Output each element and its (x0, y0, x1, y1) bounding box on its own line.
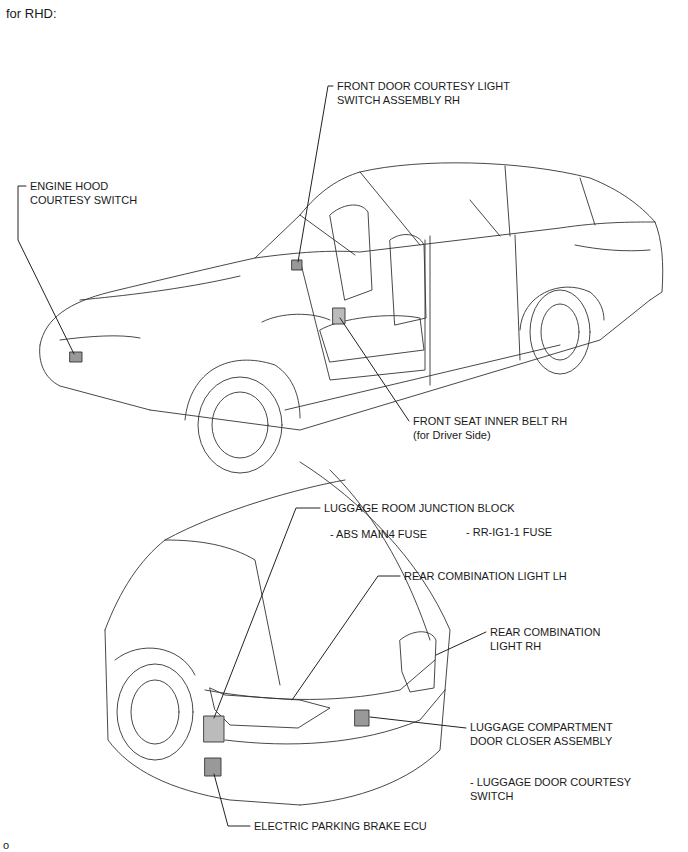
junction-block-part (204, 716, 224, 742)
door-switch-part (292, 260, 302, 270)
leader-lines (18, 86, 486, 826)
door-closer-part (355, 710, 369, 726)
fuse-label: - ABS MAIN4 FUSE (330, 527, 460, 541)
front-car-view (40, 163, 663, 473)
part-label: LUGGAGE COMPARTMENT DOOR CLOSER ASSEMBLY (470, 720, 638, 748)
page-title: for RHD: (6, 6, 57, 22)
part-label: - LUGGAGE DOOR COURTESY SWITCH (470, 775, 648, 803)
note-label: (for Driver Side) (413, 428, 653, 442)
fuse-label: - RR-IG1-1 FUSE (466, 525, 596, 539)
part-label: REAR COMBINATION LIGHT LH (404, 569, 644, 583)
part-label: REAR COMBINATION LIGHT RH (490, 625, 618, 653)
hood-switch-part (70, 352, 82, 362)
part-label: FRONT SEAT INNER BELT RH (413, 414, 653, 428)
figure-code: o (3, 838, 23, 852)
part-label: ENGINE HOOD COURTESY SWITCH (30, 179, 158, 207)
inner-belt-part (333, 308, 345, 324)
part-label: LUGGAGE ROOM JUNCTION BLOCK (324, 501, 584, 515)
part-label: FRONT DOOR COURTESY LIGHT SWITCH ASSEMBL… (337, 79, 522, 107)
epb-ecu-part (205, 758, 221, 776)
part-label: ELECTRIC PARKING BRAKE ECU (254, 819, 494, 833)
